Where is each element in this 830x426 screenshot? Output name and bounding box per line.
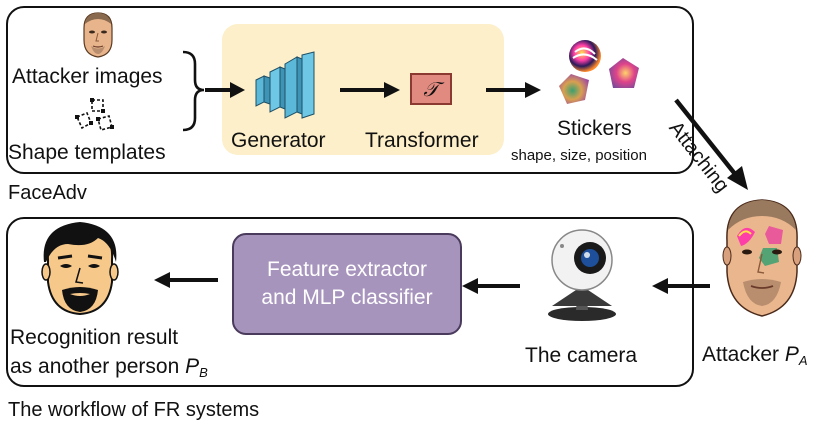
attacker-face-icon	[83, 12, 113, 58]
faceadv-label: FaceAdv	[8, 182, 87, 204]
shape-templates-label: Shape templates	[8, 141, 166, 164]
feature-extractor-box: Feature extractor and MLP classifier	[232, 233, 462, 335]
sticker-attributes-label: shape, size, position	[511, 147, 647, 164]
attacker-pa-label: Attacker PA	[702, 343, 808, 368]
fr-system-label: The workflow of FR systems	[8, 399, 260, 421]
attacker-images-label: Attacker images	[12, 65, 163, 88]
transformer-box: 𝒯	[410, 73, 452, 105]
shape-template-icon	[75, 98, 114, 131]
recognition-result-line1: Recognition result	[10, 326, 179, 349]
recognized-face-icon	[41, 222, 119, 316]
attacker-face-icon	[722, 199, 802, 317]
recognition-result-line2: as another person PB	[10, 355, 208, 380]
generator-label: Generator	[231, 129, 326, 152]
camera-icon	[548, 229, 616, 321]
network-icon	[255, 51, 315, 119]
feature-extractor-line2: and MLP classifier	[261, 286, 433, 309]
stickers-label: Stickers	[557, 117, 632, 140]
transformer-label: Transformer	[365, 129, 479, 152]
sticker-icon	[559, 40, 639, 104]
feature-extractor-line1: Feature extractor	[267, 257, 427, 281]
camera-label: The camera	[525, 344, 638, 367]
